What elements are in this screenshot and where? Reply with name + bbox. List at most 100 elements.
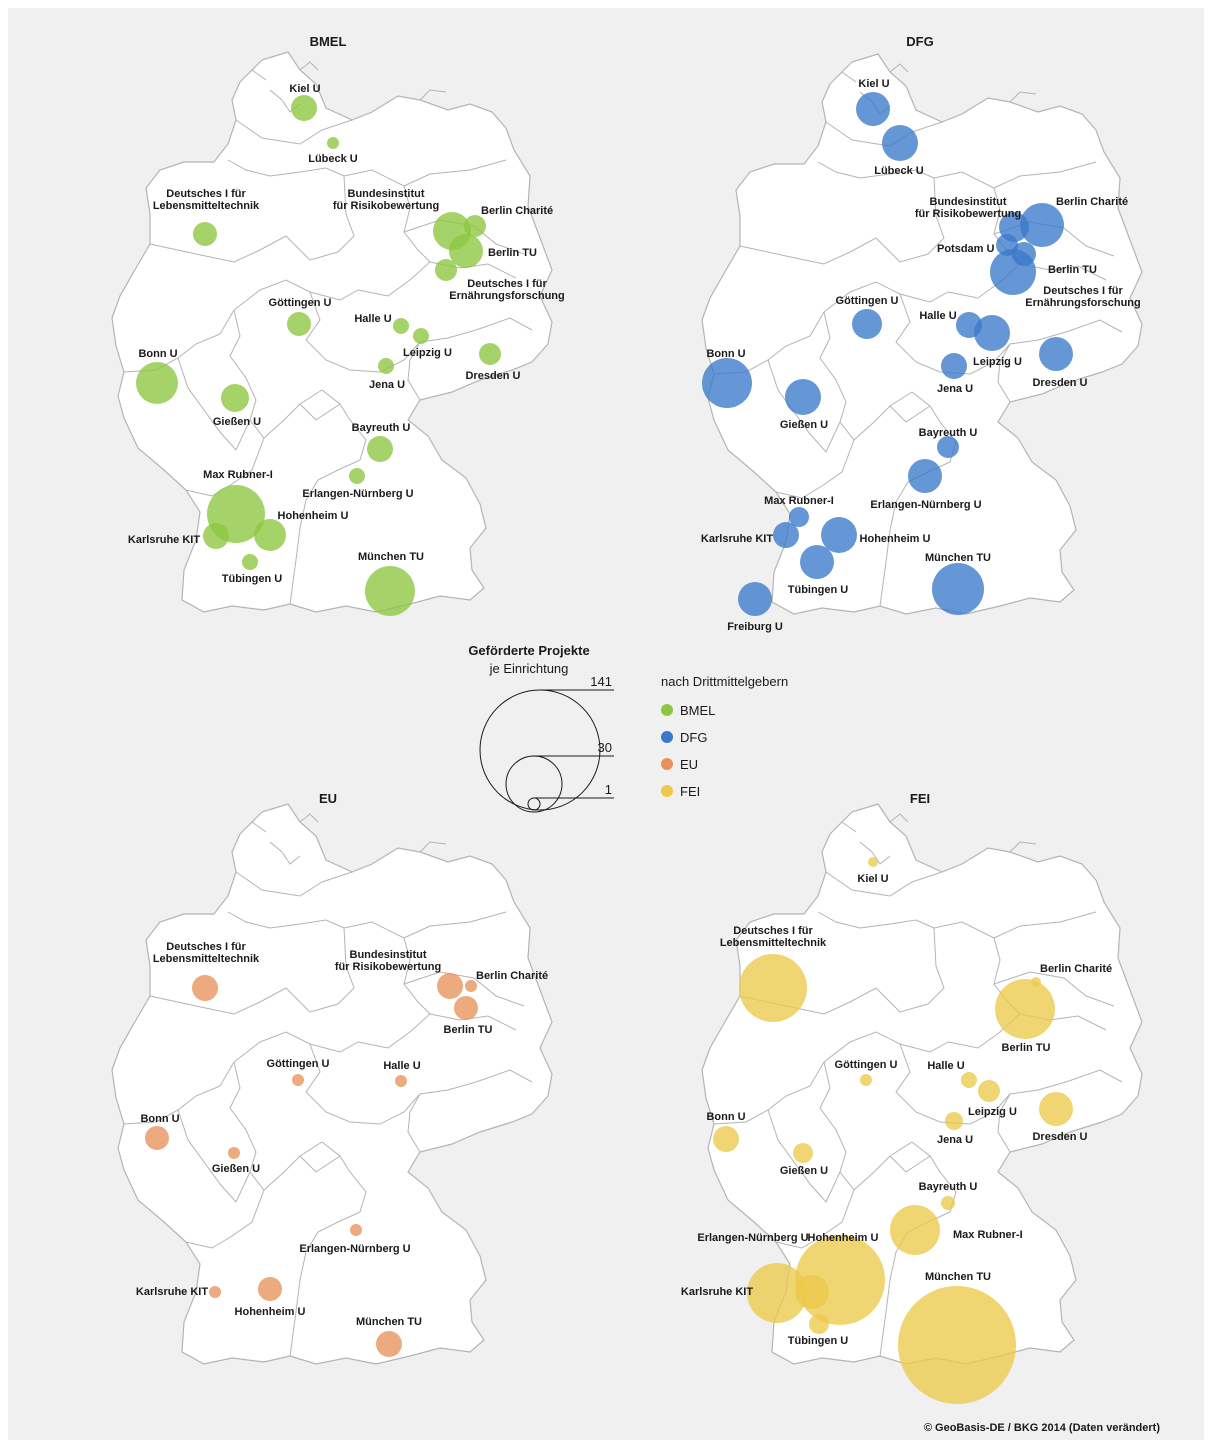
bubble-bayreuth-u <box>941 1196 955 1210</box>
coastline <box>299 813 319 823</box>
legend-swatch-dfg <box>661 731 673 743</box>
label-goettingen-u: Göttingen U <box>836 295 899 307</box>
bubble-bonn-u <box>145 1126 169 1150</box>
germany-outline <box>701 803 1143 1365</box>
bubble-goettingen-u <box>292 1074 304 1086</box>
label-bayreuth-u: Bayreuth U <box>919 1181 978 1193</box>
legend-label-fei: FEI <box>680 784 700 799</box>
label-luebeck-u: Lübeck U <box>874 165 924 177</box>
bubble-berlin-charit <box>1020 203 1064 247</box>
legend-swatch-bmel <box>661 704 673 716</box>
bubble-giessen-u <box>228 1147 240 1159</box>
label-bayreuth-u: Bayreuth U <box>352 422 411 434</box>
bubble-dresden-u <box>1039 1092 1073 1126</box>
label-bayreuth-u: Bayreuth U <box>919 427 978 439</box>
bubble-freiburg-u <box>738 582 772 616</box>
label-erlangen-nuernberg-u: Erlangen-Nürnberg U <box>299 1243 410 1255</box>
label-luebeck-u: Lübeck U <box>308 153 358 165</box>
bubble-berlin-charit <box>465 980 477 992</box>
label-berlin-charit: Berlin Charité <box>1056 196 1128 208</box>
label-halle-u: Halle U <box>919 310 956 322</box>
legend-size-value: 141 <box>590 674 612 689</box>
state-border <box>289 1141 367 1357</box>
copyright-note: © GeoBasis-DE / BKG 2014 (Daten veränder… <box>923 1422 1160 1434</box>
state-border <box>997 343 1011 403</box>
germany-outline <box>701 53 1143 615</box>
map-title: BMEL <box>310 34 347 49</box>
label-kiel-u: Kiel U <box>289 83 320 95</box>
label-karlsruhe-kit: Karlsruhe KIT <box>128 534 200 546</box>
label-berlin-charit: Berlin Charité <box>1040 963 1112 975</box>
bubble-erlangen-nuernberg-u <box>349 468 365 484</box>
label-erlangen-nuernberg-u: Erlangen-Nürnberg U <box>697 1232 808 1244</box>
state-border <box>997 1093 1011 1153</box>
bubble-halle-u <box>961 1072 977 1088</box>
state-border <box>177 1109 251 1203</box>
legend-size-circle <box>527 797 541 811</box>
bubble-giessen-u <box>221 384 249 412</box>
bubble-deutsches-i-fuer-ernaehrungsforschung <box>435 259 457 281</box>
state-border <box>895 293 1123 375</box>
coastline <box>419 841 447 853</box>
coastline <box>269 841 301 865</box>
label-max-rubner-i: Max Rubner-I <box>203 469 273 481</box>
map-title: DFG <box>906 34 933 49</box>
label-erlangen-nuernberg-u: Erlangen-Nürnberg U <box>870 499 981 511</box>
label-giessen-u: Gießen U <box>212 1163 260 1175</box>
state-border <box>889 1155 931 1173</box>
state-border <box>305 1043 533 1125</box>
state-border <box>819 1061 913 1191</box>
label-bonn-u: Bonn U <box>140 1113 179 1125</box>
label-goettingen-u: Göttingen U <box>835 1059 898 1071</box>
bubble-erlangen-nuernberg-u <box>350 1224 362 1236</box>
label-muenchen-tu: München TU <box>925 1271 991 1283</box>
bubble-kiel-u <box>291 95 317 121</box>
coastline <box>299 61 319 71</box>
bubble-deutsches-i-fuer-lebensmitteltechnik <box>192 975 218 1001</box>
bubble-bundesinstitut-fuer-risikobewertung <box>437 973 463 999</box>
bubble-giessen-u <box>785 379 821 415</box>
label-leipzig-u: Leipzig U <box>968 1106 1017 1118</box>
label-hohenheim-u: Hohenheim U <box>860 533 931 545</box>
label-karlsruhe-kit: Karlsruhe KIT <box>701 533 773 545</box>
bubble-hohenheim-u <box>254 519 286 551</box>
bubble-leipzig-u <box>978 1080 1000 1102</box>
label-jena-u: Jena U <box>937 1134 973 1146</box>
label-leipzig-u: Leipzig U <box>403 347 452 359</box>
legend-swatch-eu <box>661 758 673 770</box>
state-border <box>767 359 841 453</box>
label-erlangen-nuernberg-u: Erlangen-Nürnberg U <box>302 488 413 500</box>
state-border <box>149 911 355 1015</box>
coastline <box>251 821 267 833</box>
label-berlin-tu: Berlin TU <box>488 247 537 259</box>
bubble-hohenheim-u <box>258 1277 282 1301</box>
state-border <box>819 311 913 441</box>
state-border <box>739 161 945 265</box>
state-border <box>229 1061 323 1191</box>
bubble-berlin-tu <box>454 996 478 1020</box>
bubble-muenchen-tu <box>898 1286 1016 1404</box>
bubble-deutsches-i-fuer-ernaehrungsforschung <box>990 249 1036 295</box>
state-border <box>713 1061 825 1125</box>
map-title: FEI <box>910 791 930 806</box>
map-title: EU <box>319 791 337 806</box>
coastline <box>251 69 267 81</box>
coastline <box>1009 841 1037 853</box>
label-potsdam-u: Potsdam U <box>937 243 995 255</box>
bubble-bayreuth-u <box>937 436 959 458</box>
bubble-giessen-u <box>793 1143 813 1163</box>
coastline <box>841 71 857 83</box>
label-karlsruhe-kit: Karlsruhe KIT <box>681 1286 753 1298</box>
legend-size-subtitle: je Einrichtung <box>489 661 569 676</box>
bubble-muenchen-tu <box>376 1331 402 1357</box>
bubble-deutsches-i-fuer-lebensmitteltechnik <box>739 954 807 1022</box>
label-max-rubner-i: Max Rubner-I <box>764 495 834 507</box>
state-border <box>149 159 355 263</box>
coastline <box>419 89 447 101</box>
state-border <box>993 161 1097 189</box>
